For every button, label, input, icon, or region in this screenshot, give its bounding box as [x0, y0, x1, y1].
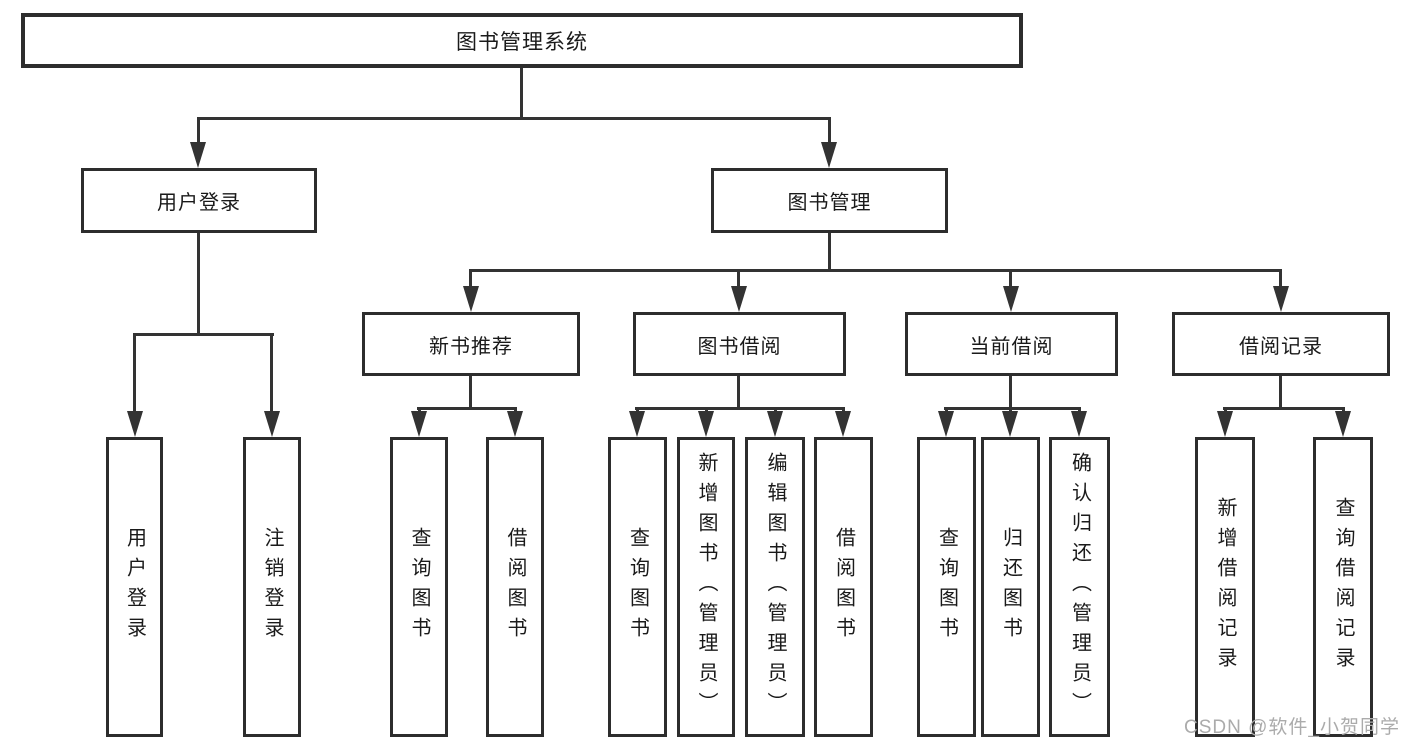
connector-stem: [1279, 374, 1282, 409]
leaf-query-books: 查询图书: [390, 437, 448, 737]
arrow-down-icon: [767, 411, 783, 437]
connector-stem: [469, 374, 472, 409]
leaf-label: 新增借阅记录: [1214, 497, 1236, 677]
connector-branch: [635, 407, 845, 410]
node-label: 图书借阅: [697, 335, 782, 358]
connector-root-stem: [520, 66, 523, 119]
connector-stem: [469, 269, 472, 289]
node-book-borrowing: 图书借阅: [633, 312, 846, 376]
arrow-down-icon: [411, 411, 427, 437]
leaf-query-books: 查询图书: [917, 437, 976, 737]
leaf-label: 编辑图书（管理员）: [764, 452, 786, 722]
arrow-down-icon: [264, 411, 280, 437]
leaf-add-books-admin: 新增图书（管理员）: [677, 437, 735, 737]
node-label: 新书推荐: [429, 335, 513, 358]
leaf-borrow-books: 借阅图书: [814, 437, 873, 737]
connector-stem-user-login: [197, 117, 200, 152]
node-borrowing-records: 借阅记录: [1172, 312, 1390, 376]
leaf-borrow-books: 借阅图书: [486, 437, 544, 737]
connector-level2-branch: [469, 269, 1282, 272]
leaf-label: 用户登录: [123, 527, 146, 647]
connector-leaf-stem: [133, 333, 136, 413]
connector-stem-book-mgmt: [828, 117, 831, 152]
leaf-label: 查询图书: [935, 527, 958, 647]
node-user-login: 用户登录: [81, 168, 317, 233]
arrow-down-icon: [1335, 411, 1351, 437]
node-new-book-recommendation: 新书推荐: [362, 312, 580, 376]
arrow-down-icon: [1071, 411, 1087, 437]
arrow-down-icon: [731, 286, 747, 312]
arrow-down-icon: [1002, 411, 1018, 437]
arrow-down-icon: [1273, 286, 1289, 312]
arrow-down-icon: [629, 411, 645, 437]
leaf-return-books: 归还图书: [981, 437, 1040, 737]
leaf-user-login: 用户登录: [106, 437, 163, 737]
arrow-down-icon: [463, 286, 479, 312]
leaf-label: 确认归还（管理员）: [1068, 452, 1091, 722]
arrow-down-icon: [1217, 411, 1233, 437]
connector-stem: [737, 269, 740, 289]
arrow-down-icon: [190, 142, 206, 168]
leaf-label: 借阅图书: [832, 527, 855, 647]
leaf-label: 借阅图书: [504, 527, 526, 647]
leaf-label: 注销登录: [261, 527, 283, 647]
csdn-watermark: CSDN @软件_小贺同学: [1184, 717, 1400, 738]
arrow-down-icon: [938, 411, 954, 437]
connector-level1-branch: [197, 117, 831, 120]
leaf-add-borrow-record: 新增借阅记录: [1195, 437, 1255, 737]
connector-stem: [1009, 269, 1012, 289]
leaf-edit-books-admin: 编辑图书（管理员）: [745, 437, 805, 737]
leaf-query-borrow-record: 查询借阅记录: [1313, 437, 1373, 737]
connector-branch: [944, 407, 1081, 410]
connector-stem: [1009, 374, 1012, 409]
node-label: 用户登录: [157, 192, 241, 214]
connector-stem: [1279, 269, 1282, 289]
arrow-down-icon: [821, 142, 837, 168]
arrow-down-icon: [835, 411, 851, 437]
node-book-management: 图书管理: [711, 168, 948, 233]
node-label: 当前借阅: [969, 335, 1054, 358]
connector-book-mgmt-stem: [828, 231, 831, 271]
connector-leaf-stem: [270, 333, 273, 413]
node-label: 借阅记录: [1239, 335, 1323, 358]
leaf-label: 查询图书: [408, 527, 430, 647]
node-label: 图书管理: [787, 192, 872, 214]
leaf-label: 查询借阅记录: [1332, 497, 1354, 677]
leaf-query-books: 查询图书: [608, 437, 667, 737]
leaf-label: 查询图书: [626, 527, 649, 647]
arrow-down-icon: [1003, 286, 1019, 312]
connector-stem: [737, 374, 740, 409]
connector-user-login-branch: [133, 333, 274, 336]
arrow-down-icon: [127, 411, 143, 437]
leaf-label: 归还图书: [999, 527, 1022, 647]
connector-branch: [417, 407, 517, 410]
leaf-logout: 注销登录: [243, 437, 301, 737]
node-library-management-system: 图书管理系统: [21, 13, 1023, 68]
connector-branch: [1223, 407, 1345, 410]
node-current-borrowing: 当前借阅: [905, 312, 1118, 376]
connector-user-login-stem: [197, 231, 200, 336]
leaf-label: 新增图书（管理员）: [695, 452, 717, 722]
arrow-down-icon: [698, 411, 714, 437]
arrow-down-icon: [507, 411, 523, 437]
node-label: 图书管理系统: [456, 30, 588, 54]
leaf-confirm-return-admin: 确认归还（管理员）: [1049, 437, 1110, 737]
